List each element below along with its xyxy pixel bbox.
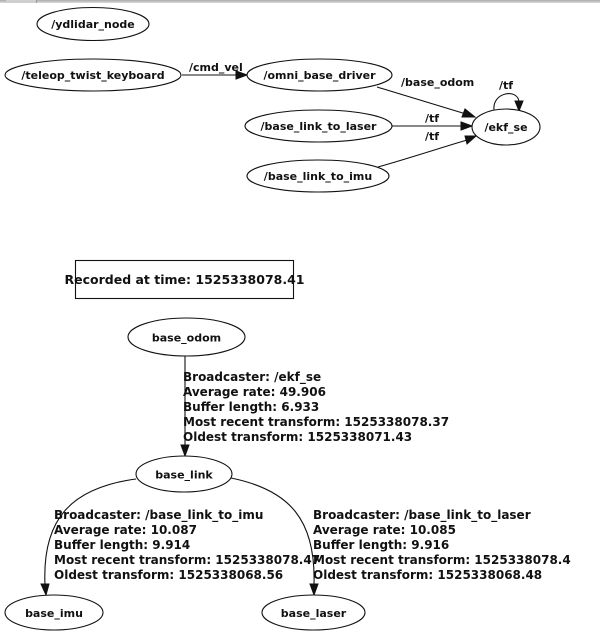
frame-shape	[4, 594, 104, 631]
frame-base-odom[interactable]: base_odom	[127, 317, 246, 357]
info-average-rate: Average rate: 49.906	[183, 385, 326, 399]
arrowhead	[235, 70, 249, 80]
node-base-link-to-laser[interactable]: /base_link_to_laser	[244, 109, 393, 143]
node-shape	[246, 159, 390, 193]
tf-edge-link-to-imu: Broadcaster: /base_link_to_imu Average r…	[40, 478, 320, 597]
node-base-link-to-imu[interactable]: /base_link_to_imu	[246, 159, 390, 193]
arrowhead	[460, 121, 474, 131]
frame-base-imu[interactable]: base_imu	[4, 594, 104, 631]
edge-label-cmd-vel: /cmd_vel	[189, 61, 243, 74]
frame-shape	[127, 317, 246, 357]
node-omni-base-driver[interactable]: /omni_base_driver	[246, 58, 393, 92]
frame-shape	[261, 594, 366, 631]
frame-label: base_link	[155, 469, 213, 482]
info-most-recent: Most recent transform: 1525338078.4	[313, 553, 571, 567]
edge-label-tf-laser: /tf	[425, 112, 439, 125]
edge-label-tf-imu: /tf	[425, 130, 439, 143]
node-shape	[246, 58, 393, 92]
window-top-bar	[0, 0, 600, 3]
info-broadcaster: Broadcaster: /base_link_to_imu	[54, 508, 263, 523]
window-tab[interactable]	[6, 0, 37, 3]
node-shape	[244, 109, 393, 143]
info-broadcaster: Broadcaster: /base_link_to_laser	[313, 508, 531, 523]
info-broadcaster: Broadcaster: /ekf_se	[183, 370, 321, 385]
frame-label: base_laser	[281, 607, 347, 620]
edge-line	[230, 477, 315, 586]
ros-node-graph: /cmd_vel /base_odom /tf /tf /tf /ydlidar…	[4, 6, 541, 193]
node-label: /ydlidar_node	[51, 18, 135, 31]
arrowhead	[40, 583, 50, 597]
arrowhead	[309, 583, 319, 597]
node-shape	[36, 6, 150, 42]
node-ydlidar[interactable]: /ydlidar_node	[36, 6, 150, 42]
tf-edge-link-to-laser: Broadcaster: /base_link_to_laser Average…	[230, 477, 571, 597]
frame-label: base_odom	[152, 332, 221, 345]
info-oldest: Oldest transform: 1525338071.43	[183, 430, 412, 444]
info-buffer-length: Buffer length: 9.916	[313, 538, 449, 552]
arrowhead	[180, 444, 190, 458]
frame-label: base_imu	[25, 607, 83, 620]
node-ekf-se[interactable]: /ekf_se	[471, 108, 541, 146]
frame-shape	[135, 455, 233, 493]
node-label: /ekf_se	[484, 121, 527, 134]
node-teleop[interactable]: /teleop_twist_keyboard	[4, 58, 182, 92]
node-label: /omni_base_driver	[263, 69, 376, 82]
edge-cmd-vel: /cmd_vel	[182, 61, 249, 80]
edge-tf-self-loop: /tf	[493, 79, 524, 113]
recorded-time-label: Recorded at time: 1525338078.41	[65, 272, 305, 287]
info-average-rate: Average rate: 10.087	[54, 523, 197, 537]
edge-label-base-odom: /base_odom	[401, 76, 474, 89]
node-label: /teleop_twist_keyboard	[21, 69, 164, 82]
edge-tf-imu: /tf	[377, 130, 478, 168]
info-most-recent: Most recent transform: 1525338078.37	[183, 415, 449, 429]
info-oldest: Oldest transform: 1525338068.48	[313, 568, 542, 582]
tf-edge-info: Broadcaster: /ekf_se Average rate: 49.90…	[183, 370, 449, 444]
info-buffer-length: Buffer length: 6.933	[183, 400, 319, 414]
edge-line	[44, 478, 137, 586]
edge-line	[377, 139, 468, 168]
edge-tf-laser: /tf	[392, 112, 474, 131]
frame-base-laser[interactable]: base_laser	[261, 594, 366, 631]
node-label: /base_link_to_imu	[264, 170, 372, 183]
edge-label-tf-self: /tf	[499, 79, 513, 92]
recorded-box-border	[74, 259, 295, 300]
tf-edge-info: Broadcaster: /base_link_to_imu Average r…	[54, 508, 320, 582]
info-oldest: Oldest transform: 1525338068.56	[54, 568, 283, 582]
tf-tree: Recorded at time: 1525338078.41 Broadcas…	[4, 259, 571, 631]
info-average-rate: Average rate: 10.085	[313, 523, 456, 537]
node-shape	[4, 58, 182, 92]
arrowhead	[461, 108, 477, 118]
edge-line	[493, 93, 520, 111]
info-most-recent: Most recent transform: 1525338078.47	[54, 553, 320, 567]
node-label: /base_link_to_laser	[261, 120, 378, 133]
arrowhead	[514, 100, 524, 113]
info-buffer-length: Buffer length: 9.914	[54, 538, 190, 552]
node-shape	[471, 108, 541, 146]
tf-edge-odom-to-link: Broadcaster: /ekf_se Average rate: 49.90…	[180, 356, 449, 458]
arrowhead	[464, 135, 478, 145]
tf-edge-info: Broadcaster: /base_link_to_laser Average…	[313, 508, 571, 582]
edge-line	[376, 86, 467, 115]
frame-base-link[interactable]: base_link	[135, 455, 233, 493]
edge-base-odom: /base_odom	[376, 76, 477, 118]
recorded-time-box: Recorded at time: 1525338078.41	[65, 259, 305, 300]
